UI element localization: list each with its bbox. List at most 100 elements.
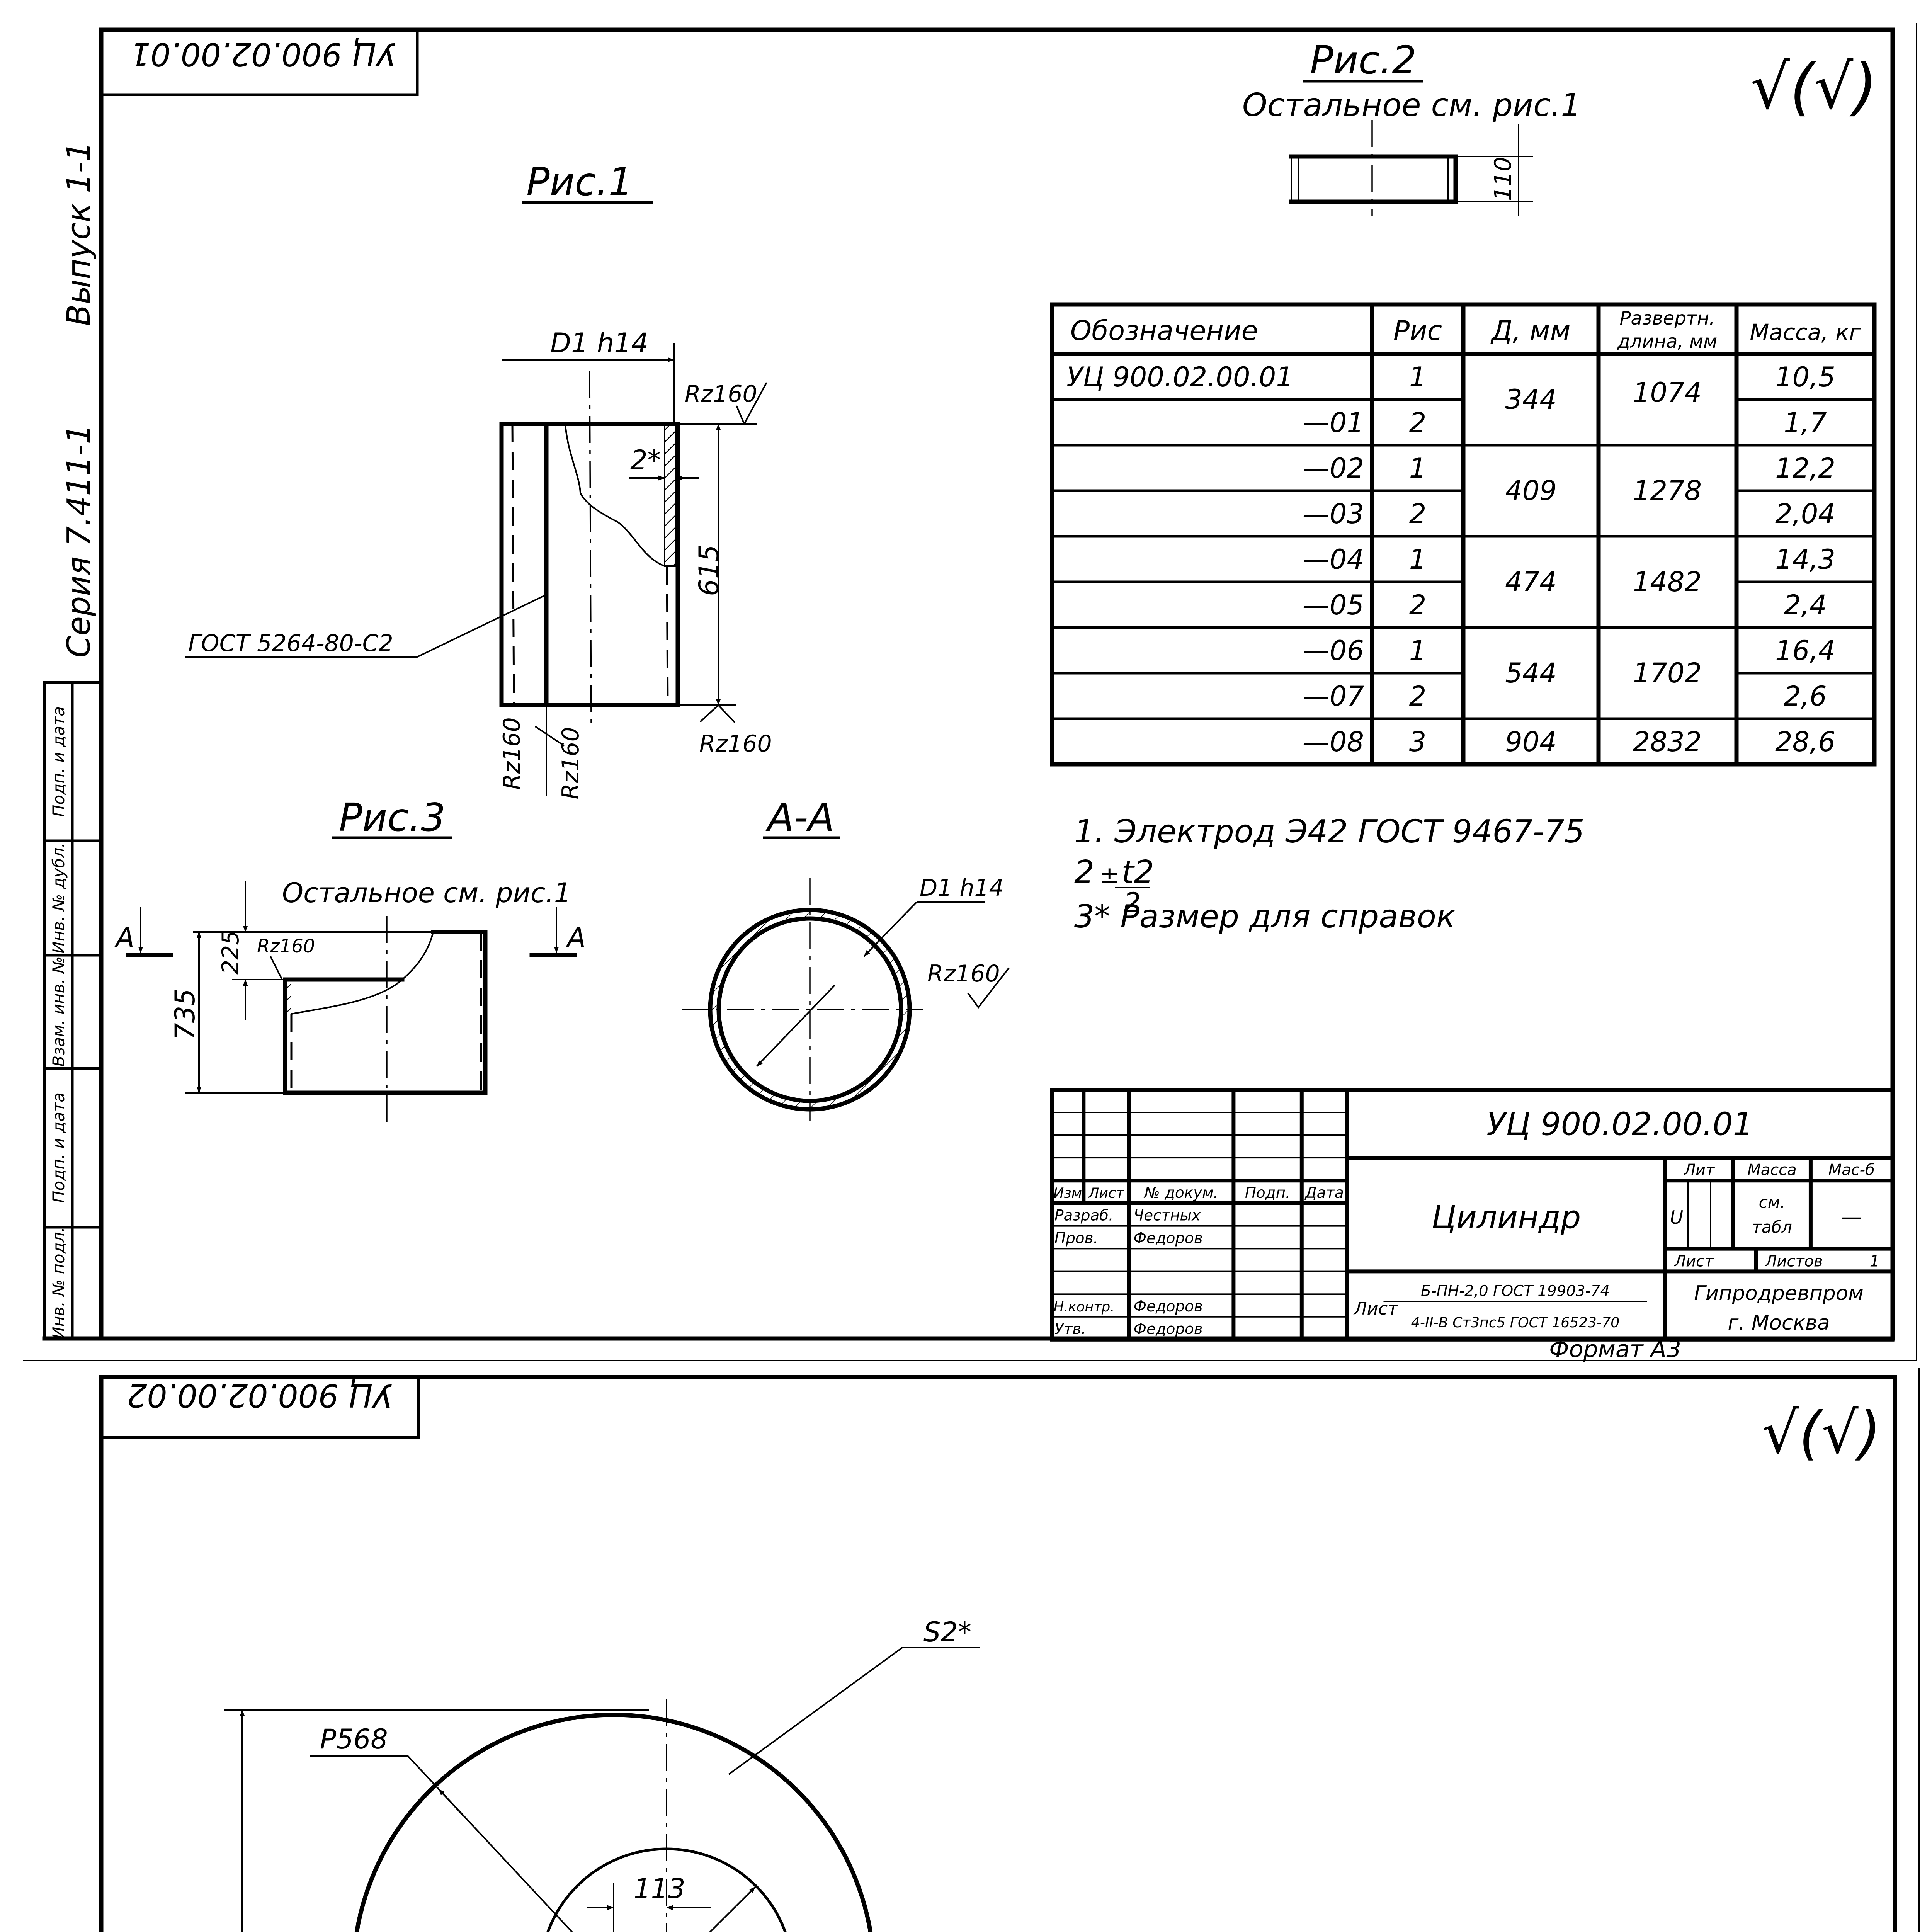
- table-header-diameter: Д, мм: [1490, 315, 1571, 347]
- cell-mass: 2,4: [1784, 589, 1827, 621]
- figure-3-title: Рис.3: [339, 795, 446, 840]
- roughness-bottom-3: Rz160: [699, 730, 772, 757]
- sheets-count: 1: [1870, 1252, 1879, 1270]
- lit-value: U: [1670, 1207, 1683, 1228]
- role-label: Утв.: [1054, 1321, 1086, 1338]
- role-label: Пров.: [1054, 1230, 1098, 1247]
- stamp-box: УЦ 900.02.00.01: [100, 28, 419, 96]
- margin-strip: Подп. и дата Инв. № дубл. Взам. инв. № П…: [43, 681, 103, 1340]
- cell-designation: —06: [1303, 635, 1364, 667]
- cell-length: 1278: [1633, 475, 1702, 507]
- table-row: —07 2 2,6: [1303, 680, 1827, 712]
- figure-2-note: Остальное см. рис.1: [1242, 87, 1581, 124]
- thickness-label: S2*: [923, 1616, 971, 1648]
- dim-diameter: D1 h14: [920, 874, 1004, 901]
- format-label: Формат А3: [1549, 1336, 1681, 1363]
- table-row: —03 2 2,04: [1303, 498, 1835, 530]
- table-header-designation: Обозначение: [1070, 315, 1258, 347]
- cell-mass: 14,3: [1775, 544, 1835, 575]
- material-bottom: 4-II-В Ст3пс5 ГОСТ 16523-70: [1411, 1314, 1620, 1331]
- col-header-date: Дата: [1304, 1184, 1344, 1202]
- cell-figure: 1: [1409, 452, 1427, 484]
- cell-figure: 1: [1409, 544, 1427, 575]
- note-2-sign: ±: [1100, 862, 1119, 889]
- cell-length: 1074: [1633, 377, 1702, 408]
- section-hatch: [664, 423, 677, 567]
- cell-designation: —02: [1303, 452, 1364, 484]
- cell-mass: 2,6: [1784, 680, 1827, 712]
- roughness-bottom-1: Rz160: [498, 717, 526, 790]
- weld-leader-label: ГОСТ 5264-80-С2: [188, 630, 393, 657]
- cell-mass: 2,04: [1775, 498, 1835, 530]
- margin-label: Подп. и дата: [49, 1092, 68, 1203]
- role-label: Н.контр.: [1054, 1299, 1115, 1315]
- note-3: 3* Размер для справок: [1074, 898, 1455, 935]
- cell-diameter: 409: [1505, 475, 1557, 507]
- cell-mass: 1,7: [1784, 407, 1827, 439]
- sheet-1: УЦ 900.02.00.01 Выпуск 1-1 Серия 7.411-1…: [23, 23, 1917, 1363]
- table-row: —06 1 16,4: [1303, 635, 1835, 667]
- table-header-length-2: длина, мм: [1617, 331, 1718, 352]
- cell-length: 1482: [1633, 566, 1702, 598]
- dim-weld: 2*: [630, 444, 661, 476]
- figure-3-note: Остальное см. рис.1: [282, 877, 571, 909]
- organization: Гипродревпром: [1694, 1281, 1864, 1305]
- margin-label: Подп. и дата: [49, 706, 68, 817]
- role-name: Честных: [1134, 1207, 1201, 1225]
- section-mark-left: А: [114, 922, 134, 953]
- figure-2: Рис.2 Остальное см. рис.1 110: [1242, 37, 1581, 216]
- top-sheet-drawing: 1115 347 P568 113 Ø554 H14 Rz160 R455: [224, 1616, 980, 1932]
- technical-notes: 1. Электрод Э42 ГОСТ 9467-75 2±t2 2 3* Р…: [1074, 813, 1585, 935]
- sheet-label: Лист: [1673, 1252, 1714, 1270]
- col-header-doc-no: № докум.: [1144, 1184, 1218, 1202]
- side-issue: Выпуск 1-1: [61, 141, 97, 326]
- sheets-label: Листов: [1764, 1252, 1823, 1270]
- section-a-a: А-А D1 h14 Rz160: [682, 795, 1010, 1121]
- mass-value: табл: [1752, 1218, 1792, 1236]
- cell-length: 2832: [1633, 726, 1702, 758]
- section-title: А-А: [765, 795, 835, 840]
- table-header-length-1: Развертн.: [1620, 308, 1715, 329]
- material-top: Б-ПН-2,0 ГОСТ 19903-74: [1421, 1282, 1610, 1300]
- margin-label: Взам. инв. №: [49, 956, 68, 1066]
- figure-1-title: Рис.1: [526, 159, 633, 204]
- cut-cylinder-outline: [283, 930, 488, 1095]
- cell-mass: 10,5: [1775, 361, 1835, 393]
- table-row: —01 2 1,7: [1303, 407, 1827, 439]
- col-header-sheet: Лист: [1088, 1185, 1125, 1201]
- cell-designation: —04: [1303, 544, 1364, 575]
- roughness-top: Rz160: [685, 381, 757, 408]
- variants-table: Обозначение Рис Д, мм Развертн. длина, м…: [1050, 302, 1877, 767]
- table-row: —08 3 28,6: [1303, 726, 1835, 758]
- dim-diameter: D1 h14: [550, 327, 648, 359]
- stamp-code: УЦ 900.02.00.02: [127, 1377, 392, 1413]
- roughness: Rz160: [257, 935, 315, 957]
- cell-designation: —01: [1303, 407, 1364, 439]
- cell-length: 1702: [1633, 657, 1702, 689]
- dim-height: 110: [1490, 157, 1517, 201]
- organization-city: г. Москва: [1728, 1311, 1830, 1335]
- cell-figure: 2: [1409, 680, 1427, 712]
- cell-diameter: 474: [1505, 566, 1557, 598]
- note-2-denominator: 2: [1124, 887, 1141, 918]
- col-header-change: Изм: [1053, 1185, 1082, 1201]
- cell-diameter: 344: [1505, 384, 1557, 415]
- margin-label: Инв. № подл.: [49, 1227, 68, 1339]
- role-name: Федоров: [1134, 1230, 1203, 1247]
- dim-height: 735: [169, 988, 201, 1040]
- role-name: Федоров: [1134, 1321, 1203, 1338]
- table-row: УЦ 900.02.00.01 1 10,5: [1066, 361, 1835, 393]
- sheet-2-frame: [99, 1368, 1920, 1932]
- note-2-index: 2: [1074, 854, 1094, 891]
- cell-diameter: 544: [1505, 657, 1557, 689]
- cell-designation: —05: [1303, 589, 1364, 621]
- designation: УЦ 900.02.00.01: [1486, 1106, 1753, 1143]
- cell-figure: 2: [1409, 407, 1427, 439]
- roughness-mark-icon: √(√): [1762, 1400, 1881, 1467]
- roughness-bottom-2: Rz160: [557, 727, 584, 799]
- role-label: Разраб.: [1054, 1207, 1113, 1225]
- scale-label: Мас-б: [1828, 1161, 1875, 1179]
- volute-outline: [354, 1713, 873, 1932]
- figure-1: Рис.1 D1 h14 Rz160 2* 61: [185, 159, 772, 799]
